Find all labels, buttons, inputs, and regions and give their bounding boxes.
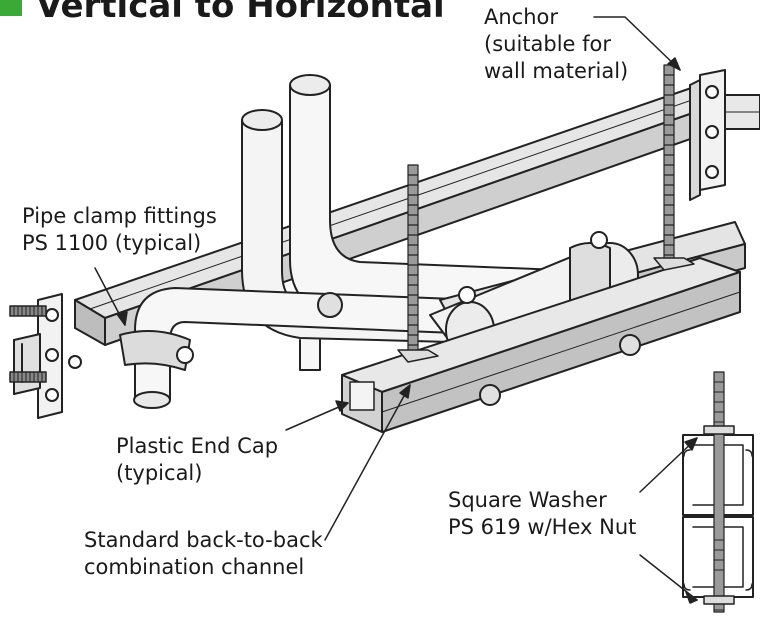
leader-lines: [94, 16, 698, 604]
pipe-clamps-left: [119, 292, 641, 406]
callout-end-cap-line-1: Plastic End Cap: [116, 434, 279, 458]
callout-channel: Standard back-to-back combination channe…: [84, 527, 323, 581]
threaded-rods: [397, 64, 695, 363]
callout-washer-line-2: PS 619 w/Hex Nut: [448, 515, 637, 539]
callout-anchor: Anchor (suitable for wall material): [484, 4, 628, 85]
front-channel: [341, 257, 741, 433]
title-accent-square: [0, 0, 22, 16]
callout-washer: Square Washer PS 619 w/Hex Nut: [448, 487, 636, 541]
right-wall-bracket: [689, 69, 760, 201]
leader-pipe-clamp-arrow: [116, 311, 128, 326]
callout-washer-line-1: Square Washer: [448, 488, 607, 512]
leader-channel: [324, 384, 411, 541]
callout-pipe-clamp-line-1: Pipe clamp fittings: [22, 204, 217, 228]
callout-anchor-line-3: wall material): [484, 59, 629, 83]
callout-pipe-clamp: Pipe clamp fittings PS 1100 (typical): [22, 203, 217, 257]
leader-anchor: [593, 16, 681, 71]
callout-pipe-clamp-line-2: PS 1100 (typical): [22, 231, 202, 255]
leader-washer-top: [639, 437, 698, 493]
callout-channel-line-1: Standard back-to-back: [84, 528, 323, 552]
callout-anchor-line-1: Anchor: [484, 5, 559, 29]
leader-end-cap-arrow: [335, 400, 349, 412]
callout-end-cap: Plastic End Cap (typical): [116, 433, 278, 487]
diagram-title: Vertical to Horizontal: [36, 0, 445, 26]
callout-channel-line-2: combination channel: [84, 555, 305, 579]
channel-section-detail: [682, 371, 754, 613]
left-wall-bracket: [9, 293, 82, 419]
callout-anchor-line-2: (suitable for: [484, 32, 612, 56]
leader-end-cap: [285, 402, 349, 431]
callout-end-cap-line-2: (typical): [116, 461, 203, 485]
leader-channel-arrow: [399, 384, 411, 399]
leader-anchor-arrow: [667, 57, 681, 71]
